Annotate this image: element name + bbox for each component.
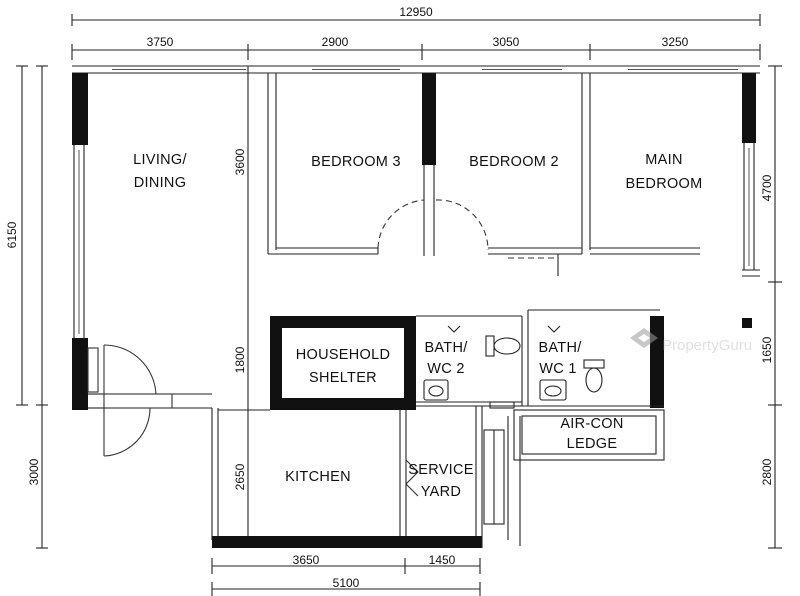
dim-inner-kitchen: 2650 [233, 463, 247, 490]
dim-top-1: 3750 [147, 35, 174, 49]
label-aircon-ledge-2: LEDGE [567, 436, 618, 452]
label-living-dining-2: DINING [134, 175, 187, 191]
label-service-yard-1: SERVICE [408, 462, 474, 478]
label-main-bedroom-2: BEDROOM [625, 176, 702, 192]
dim-inner-upper: 3600 [233, 148, 247, 175]
dim-left-total: 6150 [5, 221, 19, 248]
watermark: PropertyGuru [630, 328, 752, 354]
watermark-text: PropertyGuru [662, 337, 752, 354]
dimension-lines [16, 14, 782, 596]
label-bedroom-3: BEDROOM 3 [311, 154, 401, 170]
dim-right-mid: 1650 [760, 336, 774, 363]
label-household-shelter-2: SHELTER [309, 370, 377, 386]
label-bath-wc1-2: WC 1 [539, 361, 576, 377]
dim-right-upper: 4700 [760, 174, 774, 201]
propertyguru-logo-icon [630, 328, 658, 348]
dim-left-lower: 3000 [27, 458, 41, 485]
label-bedroom-2: BEDROOM 2 [469, 154, 559, 170]
dim-top-2: 2900 [322, 35, 349, 49]
label-bath-wc1-1: BATH/ [538, 340, 582, 356]
walls [72, 65, 760, 548]
label-household-shelter-1: HOUSEHOLD [296, 347, 391, 363]
label-aircon-ledge-1: AIR-CON [560, 416, 623, 432]
label-main-bedroom-1: MAIN [645, 152, 682, 168]
fixtures [423, 318, 752, 409]
doors [87, 199, 561, 497]
dim-inner-lower: 1800 [233, 346, 247, 373]
dim-bottom-1: 3650 [293, 553, 320, 567]
label-living-dining-1: LIVING/ [133, 152, 187, 168]
label-kitchen: KITCHEN [285, 469, 351, 485]
label-bath-wc2-2: WC 2 [427, 361, 464, 377]
dim-top-3: 3050 [493, 35, 520, 49]
dim-bottom-total: 5100 [333, 576, 360, 590]
dim-top-4: 3250 [662, 35, 689, 49]
dim-right-lower: 2800 [760, 458, 774, 485]
label-service-yard-2: YARD [421, 484, 461, 500]
label-bath-wc2-1: BATH/ [424, 340, 468, 356]
dim-overall-top: 12950 [399, 5, 433, 19]
dim-bottom-2: 1450 [429, 553, 456, 567]
